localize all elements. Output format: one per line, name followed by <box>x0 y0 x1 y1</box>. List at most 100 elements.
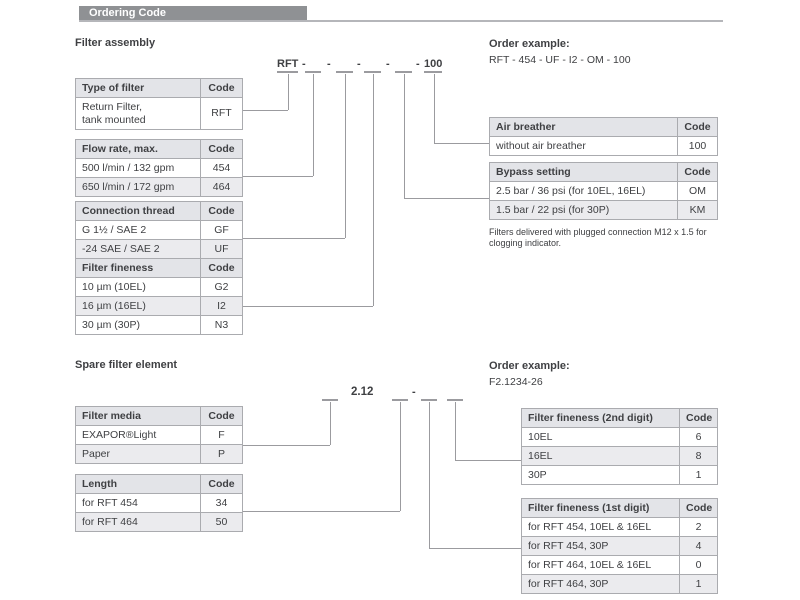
code-blank-fineness-1st <box>421 386 437 401</box>
table-row: 1.5 bar / 22 psi (for 30P) KM <box>490 200 717 219</box>
table-header-row: Bypass setting Code <box>490 163 717 181</box>
row-code: RFT <box>200 98 242 129</box>
row-code: 464 <box>200 178 242 196</box>
connector-type-of-filter <box>243 110 288 111</box>
row-label: 30P <box>528 468 547 481</box>
column-header-code: Code <box>200 475 242 493</box>
column-header-code: Code <box>200 79 242 97</box>
order-example-spare: Order example: F2.1234-26 <box>489 360 570 388</box>
column-header-label: Filter fineness (2nd digit) <box>528 411 653 424</box>
column-header-label: Air breather <box>496 120 556 133</box>
connector-connection-thread <box>243 238 345 239</box>
row-code: N3 <box>200 316 242 334</box>
connector-fineness-2nd <box>455 402 456 460</box>
section-title-spare-filter-element: Spare filter element <box>75 359 178 371</box>
row-code: 0 <box>679 556 717 574</box>
row-label: for RFT 464, 30P <box>528 577 609 590</box>
row-label: 10EL <box>528 430 553 443</box>
column-header-label: Connection thread <box>82 204 175 217</box>
row-label: for RFT 454 <box>82 496 138 509</box>
table-flow-rate: Flow rate, max. Code 500 l/min / 132 gpm… <box>75 139 243 197</box>
code-dash: - <box>327 58 331 70</box>
order-example-assembly: Order example: RFT - 454 - UF - I2 - OM … <box>489 38 631 66</box>
order-example-label: Order example: <box>489 38 570 50</box>
connector-fineness-1st <box>429 548 521 549</box>
table-header-row: Air breather Code <box>490 118 717 136</box>
code-dash: - <box>386 58 390 70</box>
column-header-label: Type of filter <box>82 81 145 94</box>
row-code: OM <box>677 182 717 200</box>
code-blank-filter-fineness <box>364 58 381 73</box>
row-code: 4 <box>679 537 717 555</box>
column-header-label: Flow rate, max. <box>82 142 158 155</box>
row-label: G 1½ / SAE 2 <box>82 223 147 236</box>
row-label: for RFT 454, 30P <box>528 539 609 552</box>
code-dash: - <box>416 58 420 70</box>
row-label: 16EL <box>528 449 553 462</box>
code-mid: 2.12 <box>351 386 374 398</box>
row-label: 2.5 bar / 36 psi (for 10EL, 16EL) <box>496 184 646 197</box>
connector-bypass-setting <box>404 198 489 199</box>
header-rule <box>79 20 723 22</box>
column-header-label: Filter fineness <box>82 261 154 274</box>
connector-filter-fineness <box>243 306 373 307</box>
connector-flow-rate <box>243 176 313 177</box>
row-label: EXAPOR®Light <box>82 428 157 441</box>
row-code: 454 <box>200 159 242 177</box>
table-length: Length Code for RFT 454 34 for RFT 464 5… <box>75 474 243 532</box>
column-header-code: Code <box>679 409 717 427</box>
row-code: 8 <box>679 447 717 465</box>
code-blank-bypass <box>395 58 412 73</box>
table-type-of-filter: Type of filter Code Return Filter, tank … <box>75 78 243 130</box>
table-row: -24 SAE / SAE 2 UF <box>76 239 242 258</box>
row-code: G2 <box>200 278 242 296</box>
table-row: 16EL 8 <box>522 446 717 465</box>
clogging-indicator-note: Filters delivered with plugged connectio… <box>489 227 707 248</box>
table-header-row: Length Code <box>76 475 242 493</box>
table-fineness-2nd-digit: Filter fineness (2nd digit) Code 10EL 6 … <box>521 408 718 485</box>
row-label: 650 l/min / 172 gpm <box>82 180 175 193</box>
table-header-row: Filter fineness (2nd digit) Code <box>522 409 717 427</box>
table-row: for RFT 464 50 <box>76 512 242 531</box>
code-suffix: 100 <box>424 58 443 73</box>
row-code: F <box>200 426 242 444</box>
table-row: 30P 1 <box>522 465 717 484</box>
connector-filter-media <box>243 445 330 446</box>
table-filter-media: Filter media Code EXAPOR®Light F Paper P <box>75 406 243 464</box>
row-label: Return Filter, tank mounted <box>82 100 146 126</box>
table-row: for RFT 454, 30P 4 <box>522 536 717 555</box>
row-label: without air breather <box>496 139 586 152</box>
code-prefix: RFT <box>277 58 299 73</box>
row-code: UF <box>200 240 242 258</box>
row-code: 2 <box>679 518 717 536</box>
column-header-label: Filter media <box>82 409 141 422</box>
code-dash: - <box>412 386 416 398</box>
column-header-code: Code <box>200 140 242 158</box>
order-example-value: RFT - 454 - UF - I2 - OM - 100 <box>489 54 631 66</box>
table-filter-fineness: Filter fineness Code 10 µm (10EL) G2 16 … <box>75 258 243 335</box>
row-code: 1 <box>679 466 717 484</box>
table-row: for RFT 454, 10EL & 16EL 2 <box>522 517 717 536</box>
table-row: for RFT 454 34 <box>76 493 242 512</box>
table-header-row: Connection thread Code <box>76 202 242 220</box>
table-row: for RFT 464, 10EL & 16EL 0 <box>522 555 717 574</box>
row-code: 34 <box>200 494 242 512</box>
row-label: 16 µm (16EL) <box>82 299 146 312</box>
row-label: for RFT 464, 10EL & 16EL <box>528 558 652 571</box>
code-blank-filter-media <box>322 386 338 401</box>
row-code: 100 <box>677 137 717 155</box>
row-label: 1.5 bar / 22 psi (for 30P) <box>496 203 610 216</box>
table-row: 10 µm (10EL) G2 <box>76 277 242 296</box>
connector-air-breather <box>434 143 489 144</box>
connector-fineness-1st <box>429 402 430 548</box>
table-bypass-setting: Bypass setting Code 2.5 bar / 36 psi (fo… <box>489 162 718 220</box>
column-header-code: Code <box>677 118 717 136</box>
table-connection-thread: Connection thread Code G 1½ / SAE 2 GF -… <box>75 201 243 259</box>
column-header-code: Code <box>677 163 717 181</box>
table-row: G 1½ / SAE 2 GF <box>76 220 242 239</box>
row-label: for RFT 464 <box>82 515 138 528</box>
row-code: 1 <box>679 575 717 593</box>
table-row: 2.5 bar / 36 psi (for 10EL, 16EL) OM <box>490 181 717 200</box>
code-dash: - <box>302 58 306 70</box>
